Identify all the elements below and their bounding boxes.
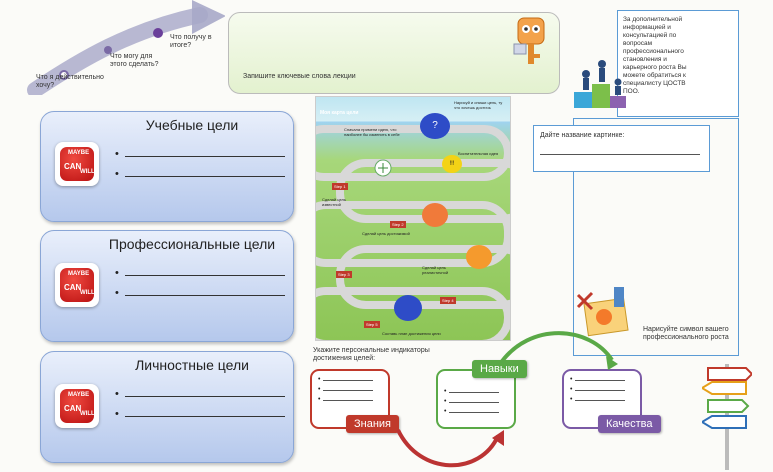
signpost-icon: [702, 364, 752, 470]
map-step: Step 2: [390, 221, 406, 228]
map-heading: Моя карта цели: [320, 110, 359, 116]
goal-bullet[interactable]: •: [115, 267, 285, 279]
map-note: Сделай цель известной: [322, 197, 346, 207]
goal-bullet[interactable]: •: [115, 408, 285, 420]
map-note: Сделай цель достижимой: [362, 231, 410, 236]
picture-name-prompt: Дайте название картинке:: [540, 132, 625, 139]
goal-title: Учебные цели: [145, 117, 239, 133]
tag-knowledge: Знания: [346, 415, 400, 433]
orange-bubble-icon: [466, 245, 492, 269]
symbol-frame: [573, 118, 739, 356]
goal-bullet[interactable]: •: [115, 168, 285, 180]
goal-path-arrow: [27, 0, 225, 95]
info-box: За дополнительной информацией и консульт…: [617, 10, 739, 117]
map-top-note: Нарисуй и опиши цель, ту что хочешь дост…: [454, 100, 503, 110]
map-note: Воспитательная идея: [458, 151, 499, 156]
map-note: Составь план достижения цели: [382, 331, 441, 336]
picture-name-box[interactable]: Дайте название картинке:: [533, 125, 710, 172]
art-supplies-icon: [576, 287, 629, 337]
team-climb-icon: [574, 60, 626, 108]
blue-bubble-icon: [394, 295, 422, 321]
picture-name-line[interactable]: [540, 154, 700, 155]
lecture-notes-box[interactable]: Запишите ключевые слова лекции: [228, 12, 560, 94]
map-step: Step 1: [332, 183, 348, 190]
connector-arrows: [396, 331, 618, 468]
map-step: Step 5: [364, 321, 380, 328]
goal-bullet[interactable]: •: [115, 148, 285, 160]
orange-bubble-icon: [422, 203, 448, 227]
arrow-step-2: Что могу для этого сделать?: [110, 53, 159, 68]
map-note: Сделай цель реалистичной: [422, 265, 449, 275]
goal-map: Моя карта цели Нарисуй и опиши цель, ту …: [315, 96, 511, 341]
goal-bullet[interactable]: •: [115, 388, 285, 400]
arrow-step-1: Что я действительно хочу?: [36, 74, 104, 89]
key-character-icon: [513, 17, 545, 64]
goal-title: Профессиональные цели: [108, 236, 276, 252]
lecture-notes-hint: Запишите ключевые слова лекции: [243, 73, 356, 80]
exclaim-bubble-icon: !!!: [442, 155, 462, 173]
map-step: Step 3: [336, 271, 352, 278]
goal-title: Личностные цели: [135, 357, 249, 373]
map-note: Сначала примени идею, что наиболее бы из…: [344, 127, 400, 137]
map-step: Step 4: [440, 297, 456, 304]
question-bubble-icon: ?: [420, 113, 450, 139]
tag-skills: Навыки: [472, 360, 527, 378]
goal-bullet[interactable]: •: [115, 287, 285, 299]
indicator-box-skills[interactable]: • • •: [436, 369, 516, 429]
indicators-label: Укажите персональные индикаторы достижен…: [313, 347, 430, 362]
tag-qualities: Качества: [598, 415, 661, 433]
info-text: За дополнительной информацией и консульт…: [623, 16, 687, 95]
symbol-prompt: Нарисуйте символ вашего профессиональног…: [643, 326, 729, 341]
arrow-step-3: Что получу в итоге?: [170, 34, 212, 49]
scales-icon: [374, 159, 392, 177]
